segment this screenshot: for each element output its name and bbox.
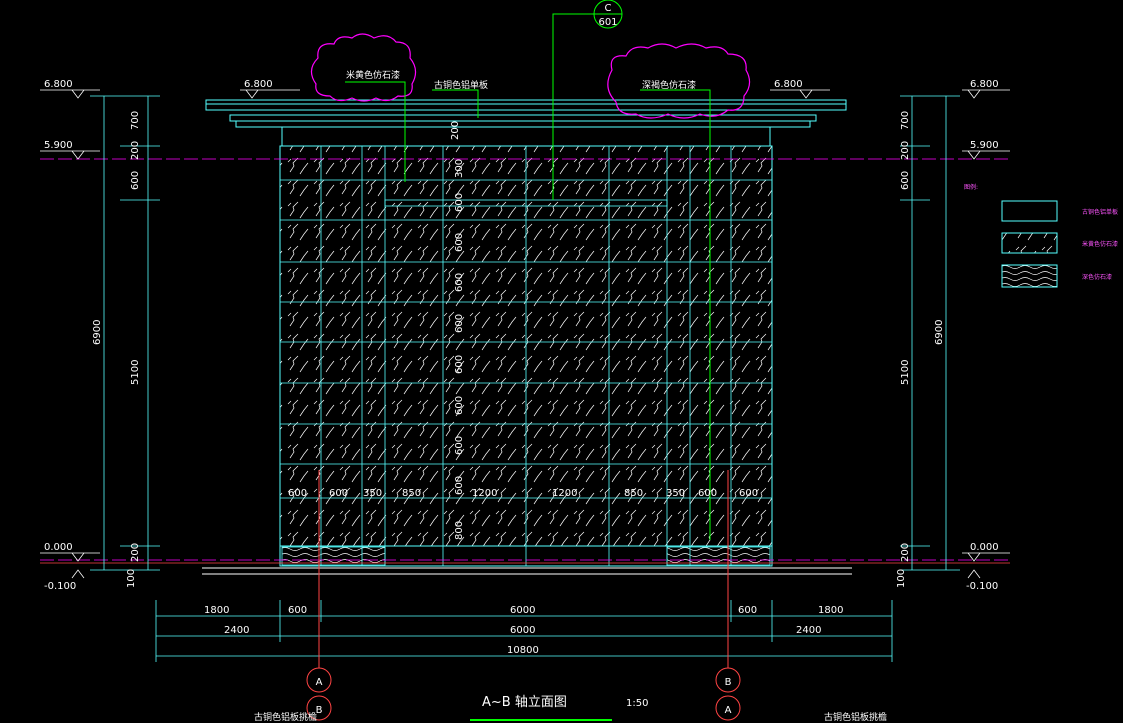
hdim-2: 350 [363,488,382,499]
legend-label-1: 米黄色仿石漆 [1082,240,1118,248]
facade-horizontal-dims: 600 600 350 850 1200 1200 850 350 600 60… [288,488,758,499]
facade-wall [279,145,773,567]
label-bronze-veneer: 古铜色铝单板 [434,79,488,91]
level-mid-right: 5.900 [970,140,999,151]
level-ground-right: 0.000 [970,542,999,553]
vdim-right-6900: 6900 [934,320,945,345]
cvdim-3: 600 [454,233,465,252]
cvdim-0: 200 [450,121,461,140]
vdim-right-200a: 200 [900,141,911,160]
level-below-right: -0.100 [966,581,998,592]
bdim-6000-row1: 6000 [510,605,535,616]
drawing-scale: 1:50 [626,698,648,709]
vdim-right-700: 700 [900,111,911,130]
level-top-left: 6.800 [44,79,73,90]
cvdim-10: 800 [454,521,465,540]
vdim-left-100: 100 [126,569,137,588]
cvdim-5: 600 [454,314,465,333]
hdim-8: 600 [698,488,717,499]
level-ground-left: 0.000 [44,542,73,553]
cvdim-4: 600 [454,273,465,292]
cvdim-8: 600 [454,436,465,455]
bdim-6000-row2: 6000 [510,625,535,636]
axis-left-bottom: B [316,705,323,716]
cvdim-1: 300 [454,159,465,178]
label-rice-stone: 米黄色仿石漆 [346,69,400,81]
hdim-9: 600 [739,488,758,499]
cvdim-6: 600 [454,355,465,374]
center-vertical-dims: 200 300 600 600 600 600 600 600 600 600 … [450,121,465,540]
vdim-left-200a: 200 [130,141,141,160]
level-top-right: 6.800 [970,79,999,90]
vertical-dim-lines [90,95,960,571]
footer-note-right: 古铜色铝板挑檐 [824,711,887,723]
level-markers [40,89,1010,579]
axis-right-bottom: A [725,705,732,716]
hdim-5: 1200 [552,488,577,499]
bdim-2400-left: 2400 [224,625,249,636]
vdim-left-5100: 5100 [130,360,141,385]
hdim-0: 600 [288,488,307,499]
vdim-left-6900: 6900 [92,320,103,345]
legend-swatch-wave [1001,264,1058,288]
cvdim-2: 600 [454,193,465,212]
cornice [205,99,847,147]
hdim-4: 1200 [472,488,497,499]
bdim-10800: 10800 [507,645,539,656]
vdim-right-200b: 200 [900,543,911,562]
footer-note-left: 古铜色铝板挑檐 [254,711,317,723]
legend-label-0: 古铜色铝单板 [1082,208,1118,216]
hdim-6: 850 [624,488,643,499]
level-top-left-inner: 6.800 [244,79,273,90]
level-below-left: -0.100 [44,581,76,592]
legend: 图例: 古铜色铝单板 米黄色仿石漆 深色仿石漆 [964,183,1118,288]
level-top-right-inner: 6.800 [774,79,803,90]
legend-label-2: 深色仿石漆 [1082,273,1112,281]
axis-left-top: A [316,677,323,688]
callout-letter: C [605,3,612,14]
bdim-1800-left: 1800 [204,605,229,616]
vdim-right-5100: 5100 [900,360,911,385]
axis-right-top: B [725,677,732,688]
detail-callout: C 601 [593,0,623,29]
bottom-dim-lines [155,600,893,662]
ground-line [202,567,852,575]
drawing-title: A~B 轴立面图 [482,695,567,710]
label-dark-stone: 深褐色仿石漆 [642,79,696,91]
bdim-600-right: 600 [738,605,757,616]
legend-swatch-stone [1001,232,1058,254]
legend-heading: 图例: [964,183,978,191]
axis-bubbles [306,667,741,721]
hdim-7: 350 [666,488,685,499]
cvdim-9: 600 [454,476,465,495]
revision-clouds [310,33,751,119]
vdim-right-100: 100 [896,569,907,588]
vdim-left-200b: 200 [130,543,141,562]
hdim-1: 600 [329,488,348,499]
vdim-left-700: 700 [130,111,141,130]
vdim-left-600: 600 [130,171,141,190]
axis-lines [318,470,729,668]
callout-leaders [345,13,711,540]
legend-swatch-plain [1001,200,1058,222]
vdim-right-600: 600 [900,171,911,190]
bdim-1800-right: 1800 [818,605,843,616]
callout-number: 601 [598,17,617,28]
bdim-600-left: 600 [288,605,307,616]
hdim-3: 850 [402,488,421,499]
bdim-2400-right: 2400 [796,625,821,636]
level-mid-left: 5.900 [44,140,73,151]
cvdim-7: 600 [454,396,465,415]
